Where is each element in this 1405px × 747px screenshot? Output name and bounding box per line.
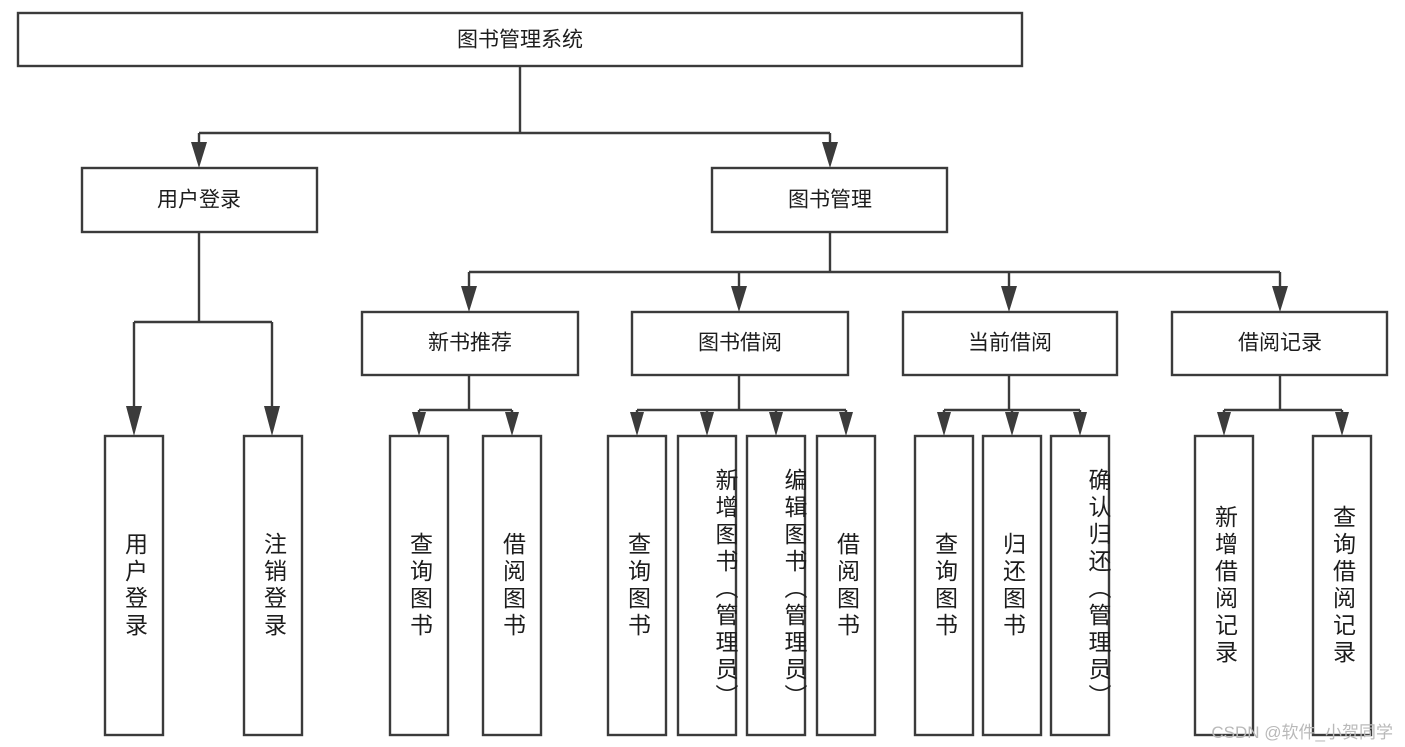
node-root-system[interactable]: 图书管理系统 [16,11,1024,68]
arrowhead-leaf-edit-book [769,412,783,436]
leaf-label-add-borrow-record: 新增借阅记录 [1211,504,1238,667]
node-new-book-recommend-box [360,310,580,377]
node-book-management-box [710,166,949,234]
leaf-label-query-borrow-record: 查询借阅记录 [1329,504,1356,667]
leaf-label-borrow-book: 借阅图书 [833,531,860,640]
node-book-management[interactable]: 图书管理 [710,166,949,234]
node-new-book-recommend-label: 新书推荐 [428,332,512,355]
node-user-login-box [80,166,319,234]
leaf-box-edit-book-admin[interactable] [745,434,807,737]
leaf-box-add-borrow-record[interactable] [1193,434,1255,737]
leaf-label-query-book-recommend: 查询图书 [406,531,433,640]
leaf-box-query-book-borrow[interactable] [606,434,668,737]
node-current-borrow[interactable]: 当前借阅 [901,310,1119,377]
leaf-box-borrow-book-recommend[interactable] [481,434,543,737]
arrowhead-leaf-query-book-3 [937,412,951,436]
arrowhead-book-borrow [731,286,747,312]
leaf-box-query-borrow-record[interactable] [1311,434,1373,737]
node-book-borrow[interactable]: 图书借阅 [630,310,850,377]
leaf-box-confirm-return-admin[interactable] [1049,434,1111,737]
arrowhead-borrow-record [1272,286,1288,312]
arrowhead-leaf-return-book [1005,412,1019,436]
leaf-label-user-login: 用户登录 [121,531,148,640]
leaf-label-confirm-return-admin: 确认归还（管理员） [1085,468,1111,711]
arrowhead-leaf-user-login [126,406,142,436]
node-current-borrow-box [901,310,1119,377]
leaf-label-borrow-book-recommend: 借阅图书 [499,531,526,640]
arrowhead-new-book [461,286,477,312]
node-book-borrow-label: 图书借阅 [698,332,782,355]
node-borrow-record-box [1170,310,1389,377]
node-current-borrow-label: 当前借阅 [968,332,1052,355]
leaf-label-return-book: 归还图书 [999,531,1026,640]
node-root-system-box [16,11,1024,68]
node-user-login-label: 用户登录 [157,189,241,212]
arrowhead-leaf-confirm-return [1073,412,1087,436]
csdn-watermark: CSDN @软件_小贺同学 [1211,723,1393,742]
leaf-box-add-book-admin[interactable] [676,434,738,737]
leaf-box-query-book-recommend[interactable] [388,434,450,737]
node-book-management-label: 图书管理 [788,189,872,212]
node-user-login[interactable]: 用户登录 [80,166,319,234]
leaf-box-query-book-current[interactable] [913,434,975,737]
arrowhead-leaf-add-record [1217,412,1231,436]
arrowhead-leaf-borrow-book-1 [505,412,519,436]
leaf-label-query-book-borrow: 查询图书 [624,531,651,640]
leaf-box-layer [103,434,1373,737]
arrowhead-user-login [191,142,207,168]
node-borrow-record-label: 借阅记录 [1238,332,1322,355]
node-book-borrow-box [630,310,850,377]
arrowhead-leaf-query-record [1335,412,1349,436]
arrowhead-book-mgmt [822,142,838,168]
leaf-box-user-login[interactable] [103,434,165,737]
arrowhead-current-borrow [1001,286,1017,312]
leaf-box-borrow-book[interactable] [815,434,877,737]
leaf-box-return-book[interactable] [981,434,1043,737]
leaf-box-logout[interactable] [242,434,304,737]
leaf-label-edit-book-admin: 编辑图书（管理员） [781,468,807,711]
node-borrow-record[interactable]: 借阅记录 [1170,310,1389,377]
node-new-book-recommend[interactable]: 新书推荐 [360,310,580,377]
arrowhead-leaf-add-book [700,412,714,436]
arrowhead-leaf-logout [264,406,280,436]
arrowhead-leaf-query-book-1 [412,412,426,436]
node-root-system-label: 图书管理系统 [457,29,583,52]
connector-layer [126,66,1349,436]
arrowhead-leaf-borrow-book-2 [839,412,853,436]
arrowhead-leaf-query-book-2 [630,412,644,436]
leaf-label-logout: 注销登录 [260,531,287,640]
leaf-label-add-book-admin: 新增图书（管理员） [712,468,738,711]
leaf-label-query-book-current: 查询图书 [931,531,958,640]
